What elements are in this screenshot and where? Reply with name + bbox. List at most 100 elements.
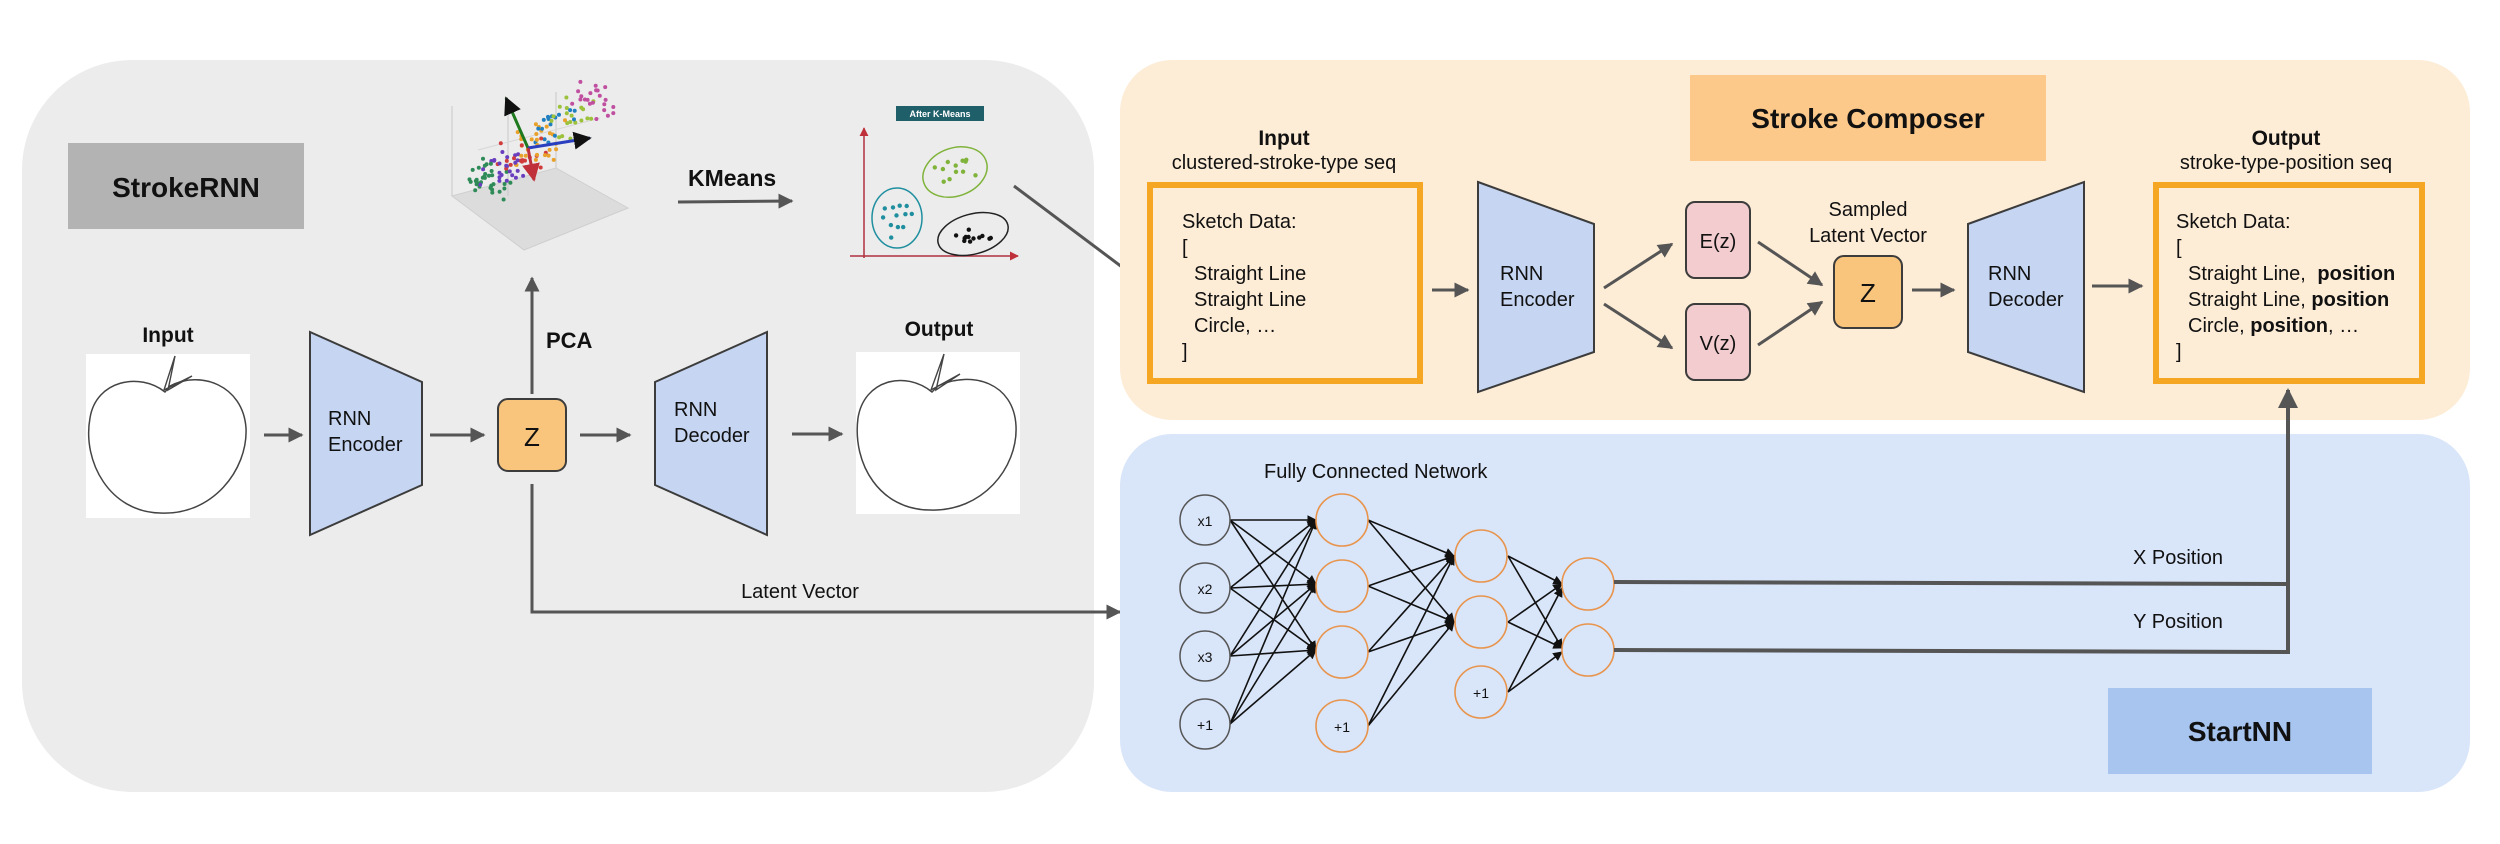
input-box-line3: Straight Line: [1194, 263, 1306, 285]
pca-point: [564, 106, 569, 110]
pca-point: [588, 91, 593, 96]
composer-decoder-block: [1967, 180, 2085, 394]
pca-point: [497, 189, 502, 194]
pca-point: [519, 143, 524, 148]
input-node-x2: x2: [1198, 581, 1213, 597]
pca-point: [605, 113, 610, 118]
stroke-rnn-decoder-line1: RNN: [674, 399, 717, 421]
pca-point: [546, 117, 551, 121]
pca-point: [541, 117, 546, 122]
stroke-rnn-input-label: Input: [142, 324, 193, 347]
cluster-point: [980, 233, 985, 239]
pca-point: [536, 126, 541, 131]
composer-input-heading: Input: [1258, 127, 1309, 150]
pca-point: [529, 137, 534, 142]
composer-decoder-line2: Decoder: [1988, 289, 2064, 311]
pca-point: [504, 163, 509, 168]
pca-point: [534, 137, 539, 142]
pca-point: [576, 89, 581, 94]
kmeans-banner-text: After K-Means: [909, 109, 970, 119]
input-node-x1: x1: [1198, 513, 1213, 529]
pca-point: [548, 122, 553, 127]
hidden2-bias-label: +1: [1473, 685, 1489, 701]
pca-point: [551, 114, 556, 119]
pca-point: [593, 83, 598, 88]
stroke-rnn-encoder-block: [309, 330, 423, 537]
stroke-rnn-z-block: [497, 398, 567, 472]
pca-point: [572, 117, 576, 122]
pca-point: [535, 152, 539, 157]
hidden1-bias-label: +1: [1334, 719, 1350, 735]
pca-point: [502, 182, 507, 186]
output-box-line1: Sketch Data:: [2176, 211, 2291, 233]
pca-point: [557, 135, 562, 140]
pca-point: [543, 153, 547, 158]
hidden-layer-1: [1315, 493, 1369, 753]
pca-point: [502, 186, 507, 191]
composer-input-sub: clustered-stroke-type seq: [1172, 152, 1397, 174]
pca-point: [570, 101, 575, 106]
input-box-line6: ]: [1182, 341, 1188, 363]
pca-point: [481, 156, 485, 161]
pca-point: [504, 169, 509, 174]
start-nn-title-box: [2108, 688, 2372, 774]
pca-point: [564, 111, 569, 116]
pca-point: [470, 167, 475, 172]
kmeans-banner: [896, 106, 984, 121]
pca-point: [579, 94, 584, 99]
input-layer: x1 x2 x3 +1: [1179, 494, 1231, 750]
pca-point: [533, 157, 538, 162]
pca-point: [557, 112, 561, 117]
pca-point: [504, 158, 509, 163]
pca-point: [578, 79, 583, 84]
cluster-point: [941, 179, 946, 184]
cluster-point: [966, 234, 971, 240]
output-row1-bold: position: [2317, 263, 2395, 285]
output-box-row3: Circle, position, …: [2188, 315, 2359, 337]
start-nn-title: StartNN: [2188, 716, 2292, 747]
composer-encoder-block: [1477, 180, 1595, 394]
stroke-composer-title-box: [1690, 75, 2046, 161]
pca-point: [486, 173, 491, 178]
pca-point: [507, 169, 512, 174]
pca-point: [478, 182, 483, 187]
y-position-line: [1613, 584, 2290, 655]
cluster-point: [904, 203, 909, 209]
network-label: Fully Connected Network: [1264, 461, 1488, 483]
output-box-line6: ]: [2176, 341, 2182, 363]
output-row3-text: Circle,: [2188, 315, 2250, 337]
input-box-line5: Circle, …: [1194, 315, 1276, 337]
pca-point: [508, 180, 513, 185]
cluster-point: [973, 173, 978, 178]
input-box-line2: [: [1182, 237, 1188, 259]
pca-point: [569, 113, 574, 118]
cluster-point: [945, 159, 950, 165]
output-sketch-apple: [856, 352, 1020, 514]
pca-point: [578, 97, 583, 102]
stroke-composer-panel: [1120, 60, 2470, 420]
output-box-line2: [: [2176, 237, 2182, 259]
pca-point: [523, 158, 527, 163]
pca-point: [504, 166, 509, 171]
cluster-point: [953, 169, 959, 174]
pca-point: [549, 118, 554, 123]
pca-point: [547, 131, 552, 136]
pca-point: [533, 122, 538, 127]
pca-point: [603, 97, 608, 102]
pca-point: [505, 155, 510, 160]
cluster-point: [971, 236, 976, 241]
stroke-rnn-title-box: [68, 143, 304, 229]
cluster-point: [967, 239, 973, 244]
pca-point: [497, 161, 502, 166]
pca-point: [552, 133, 557, 138]
ez-block: [1685, 201, 1751, 279]
sampled-latent-line2: Latent Vector: [1809, 225, 1927, 247]
vz-label: V(z): [1700, 333, 1737, 355]
stroke-rnn-z-label: Z: [524, 422, 540, 452]
output-row3-bold: position: [2250, 315, 2328, 337]
pca-point: [554, 147, 559, 152]
cluster-point: [901, 224, 906, 230]
pca-point: [473, 188, 478, 193]
pca-point: [564, 95, 569, 100]
kmeans-label: KMeans: [688, 165, 776, 191]
